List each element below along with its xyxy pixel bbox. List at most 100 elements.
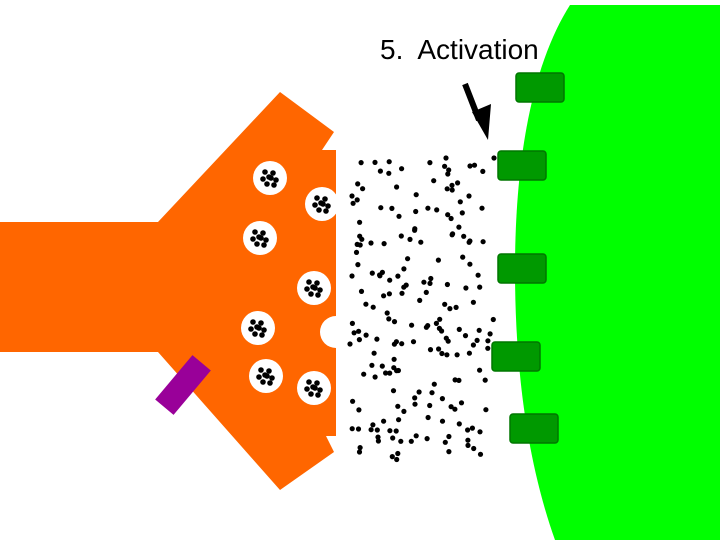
neurotransmitter-molecule: [350, 398, 356, 404]
neurotransmitter-molecule: [458, 400, 465, 406]
neurotransmitter-molecule: [429, 390, 435, 396]
neurotransmitter-molecule: [410, 339, 417, 345]
neurotransmitter-molecule: [389, 454, 395, 460]
neurotransmitter-molecule: [475, 272, 481, 278]
neurotransmitter-molecule: [391, 319, 398, 325]
neurotransmitter-molecule: [444, 186, 450, 192]
neurotransmitter-molecule: [386, 159, 392, 165]
neurotransmitter-molecule: [409, 322, 415, 328]
synaptic-vesicle: [243, 221, 277, 255]
neurotransmitter-molecule: [381, 241, 387, 247]
neurotransmitter-molecule: [454, 352, 460, 358]
vesicle-neurotransmitter: [318, 200, 324, 206]
neurotransmitter-molecule: [452, 406, 458, 412]
vesicle-group: [241, 161, 339, 405]
neurotransmitter-molecule: [355, 262, 361, 268]
vesicle-neurotransmitter: [310, 384, 316, 390]
receptor: [491, 341, 541, 372]
neurotransmitter-molecule: [455, 180, 461, 186]
neurotransmitter-molecule: [363, 332, 369, 338]
vesicle-neurotransmitter: [306, 379, 312, 385]
neurotransmitter-molecule: [358, 160, 364, 166]
neurotransmitter-molecule: [480, 168, 486, 174]
neurotransmitter-molecule: [445, 171, 451, 177]
neurotransmitter-molecule: [381, 418, 387, 424]
neurotransmitter-molecule: [425, 205, 431, 211]
neurotransmitter-molecule: [412, 401, 418, 407]
neurotransmitter-molecule: [368, 240, 374, 246]
neurotransmitter-molecule: [427, 347, 434, 353]
neurotransmitter-molecule: [470, 299, 476, 305]
receptor: [497, 253, 547, 284]
neurotransmitter-molecule: [357, 219, 363, 225]
vesicle-neurotransmitter: [260, 379, 266, 385]
neurotransmitter-molecule: [370, 422, 376, 428]
neurotransmitter-molecule: [349, 193, 355, 199]
neurotransmitter-molecule: [467, 261, 473, 267]
presynaptic-terminal: [0, 92, 336, 490]
vesicle-neurotransmitter: [317, 387, 323, 393]
vesicle-neurotransmitter: [252, 229, 258, 235]
vesicle-neurotransmitter: [258, 367, 264, 373]
neurotransmitter-molecule: [443, 155, 449, 161]
neurotransmitter-molecule: [491, 155, 497, 161]
vesicle-neurotransmitter: [261, 242, 267, 248]
postsynaptic-membrane: [515, 5, 720, 540]
neurotransmitter-molecule: [442, 439, 448, 445]
neurotransmitter-molecule: [412, 395, 418, 401]
receptor-group: [491, 72, 565, 444]
neurotransmitter-molecule: [418, 239, 424, 245]
vesicle-neurotransmitter: [315, 392, 321, 398]
neurotransmitter-molecule: [469, 425, 475, 431]
neurotransmitter-molecule: [368, 427, 374, 433]
neurotransmitter-molecule: [442, 301, 448, 307]
vesicle-neurotransmitter: [248, 326, 254, 332]
neurotransmitter-molecule: [477, 284, 483, 290]
neurotransmitter-molecule: [358, 288, 365, 294]
neurotransmitter-molecule: [393, 339, 399, 345]
neurotransmitter-molecule: [351, 330, 357, 336]
vesicle-neurotransmitter: [269, 375, 275, 381]
neurotransmitter-molecule: [465, 427, 471, 433]
neurotransmitter-molecule: [375, 438, 381, 444]
neurotransmitter-molecule: [350, 200, 356, 206]
vesicle-neurotransmitter: [250, 319, 256, 325]
neurotransmitter-molecule: [453, 304, 459, 310]
neurotransmitter-molecule: [398, 438, 404, 444]
vesicle-neurotransmitter: [254, 241, 260, 247]
neurotransmitter-molecule: [381, 293, 387, 299]
neurotransmitter-molecule: [363, 301, 369, 307]
reuptake-transporter: [155, 355, 211, 415]
neurotransmitter-molecule: [425, 414, 431, 421]
neurotransmitter-molecule: [465, 437, 471, 443]
neurotransmitter-molecule: [487, 331, 493, 337]
neurotransmitter-molecule: [394, 456, 400, 463]
neurotransmitter-molecule: [372, 374, 378, 380]
neurotransmitter-molecule: [431, 178, 437, 184]
neurotransmitter-molecule: [446, 433, 452, 440]
neurotransmitter-molecule: [470, 342, 476, 348]
neurotransmitter-molecule: [476, 327, 482, 333]
neurotransmitter-molecule: [448, 404, 454, 410]
neurotransmitter-molecule: [394, 184, 400, 190]
neurotransmitter-molecule: [474, 337, 480, 343]
vesicle-neurotransmitter: [250, 236, 256, 242]
arrow-down-right-icon: [462, 82, 491, 140]
neurotransmitter-molecule: [353, 249, 360, 255]
neurotransmitter-molecule: [434, 207, 440, 213]
neurotransmitter-molecule: [443, 335, 449, 341]
vesicle-neurotransmitter: [308, 391, 314, 397]
neurotransmitter-molecule: [394, 368, 400, 374]
vesicle-neurotransmitter: [314, 380, 320, 386]
neurotransmitter-molecule: [372, 159, 378, 165]
neurotransmitter-molecule: [462, 333, 469, 339]
neurotransmitter-molecule: [412, 226, 418, 232]
neurotransmitter-molecule: [356, 449, 363, 455]
neurotransmitter-molecule: [437, 316, 443, 322]
neurotransmitter-molecule: [457, 199, 463, 205]
neurotransmitter-molecule: [427, 280, 433, 286]
neurotransmitter-molecule: [446, 167, 452, 173]
neurotransmitter-molecule: [355, 426, 362, 432]
neurotransmitter-molecule: [377, 272, 383, 278]
